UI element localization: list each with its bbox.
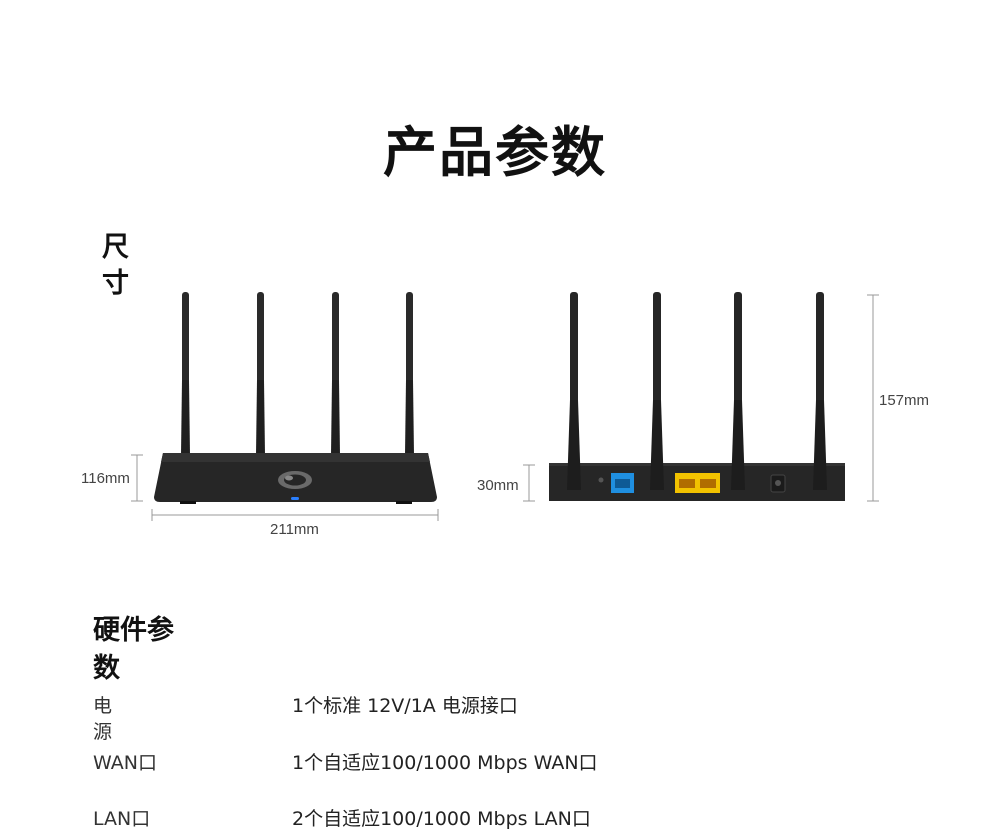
front-width-label: 211mm	[270, 521, 319, 538]
spec-value-power: 1个标准 12V/1A 电源接口	[292, 695, 518, 717]
back-antenna-2	[650, 292, 664, 490]
back-height-dimension	[523, 464, 535, 502]
wan-port	[611, 473, 634, 493]
front-antenna-2	[256, 292, 265, 455]
back-antenna-4	[813, 292, 827, 490]
spec-value-wan: 1个自适应100/1000 Mbps WAN口	[292, 752, 598, 774]
lan-ports	[675, 473, 720, 493]
back-antenna-1	[567, 292, 581, 490]
size-section-label: 尺寸	[102, 232, 129, 299]
total-height-label: 157mm	[879, 392, 929, 409]
router-logo-icon	[278, 471, 312, 489]
total-height-dimension	[867, 294, 879, 502]
front-antenna-1	[181, 292, 190, 455]
hardware-spec-heading: 硬件参数	[93, 615, 174, 684]
front-antenna-3	[331, 292, 340, 455]
spec-value-lan: 2个自适应100/1000 Mbps LAN口	[292, 808, 591, 830]
front-width-dimension	[151, 509, 439, 521]
spec-name-power: 电源	[93, 695, 113, 743]
reset-hole	[598, 477, 604, 483]
router-front-view	[154, 292, 437, 504]
front-antenna-4	[405, 292, 414, 455]
front-height-dimension	[131, 454, 143, 502]
spec-name-lan: LAN口	[93, 808, 151, 830]
spec-name-wan: WAN口	[93, 752, 157, 774]
status-led	[291, 497, 299, 500]
back-height-label: 30mm	[477, 477, 519, 494]
front-height-label: 116mm	[81, 470, 130, 487]
page-title: 产品参数	[383, 121, 607, 184]
router-back-view	[549, 292, 845, 501]
back-antenna-3	[731, 292, 745, 490]
power-jack	[770, 474, 786, 493]
